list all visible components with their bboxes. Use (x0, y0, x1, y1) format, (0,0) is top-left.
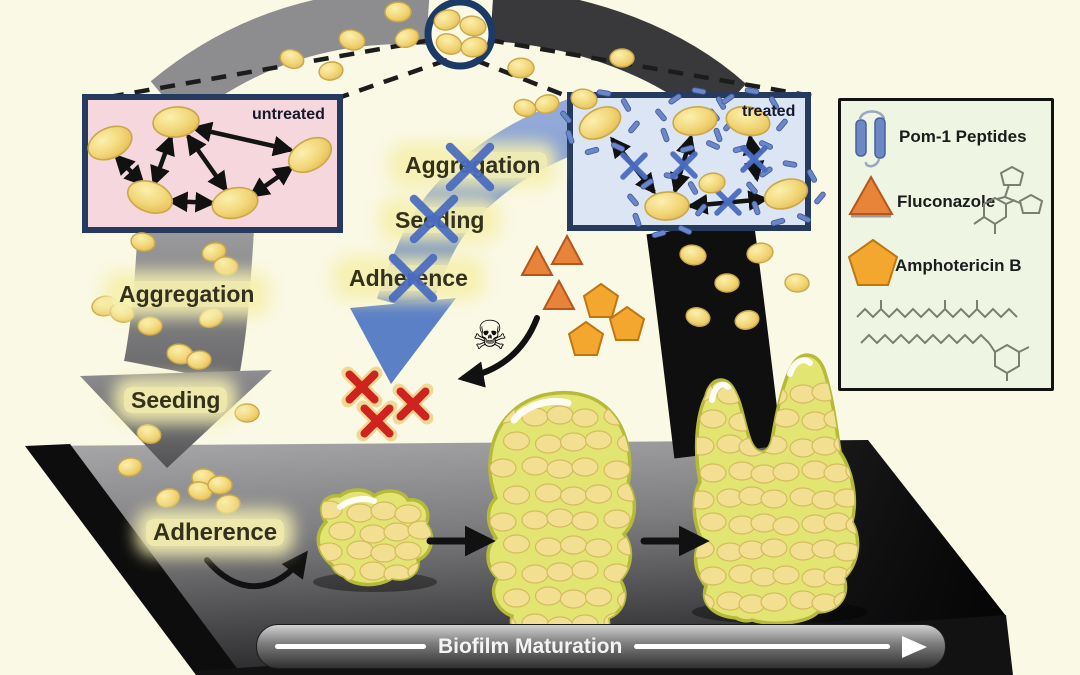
maturation-arrow-shaft-left (275, 644, 426, 649)
amphotericin-molecules (567, 282, 646, 356)
drug-kill-arrow (457, 315, 540, 388)
biofilm-maturation-bar: Biofilm Maturation (256, 624, 946, 669)
treated-yeast-cells (578, 105, 809, 221)
biofilm-maturation-label: Biofilm Maturation (437, 634, 623, 658)
legend-box: Pom-1 Peptides Fluconazole Amphotericin … (838, 98, 1054, 391)
biofilm-highlights (337, 357, 813, 510)
untreated-aggregation-label: Aggregation (112, 281, 262, 308)
zoom-dashed-lines (91, 37, 813, 103)
fluconazole-icon (848, 174, 894, 218)
legend-pom1-label: Pom-1 Peptides (899, 127, 1027, 146)
flow-arrows (204, 315, 710, 590)
fluconazole-structure (973, 165, 1044, 234)
fluconazole-molecules (520, 233, 584, 310)
pom1-peptides-icon (855, 110, 886, 168)
skull-icon: ☠ (472, 314, 508, 358)
peptide-fragments (560, 87, 826, 239)
maturation-arrow-shaft-right (634, 644, 890, 649)
treated-panel (560, 87, 826, 239)
blocked-interaction-crosses (620, 145, 768, 216)
untreated-panel-label: untreated (252, 106, 325, 123)
untreated-yeast-cells (87, 106, 333, 220)
untreated-adherence-label: Adherence (146, 519, 285, 547)
blocked-seeding-label: Seeding (388, 207, 492, 234)
legend-fluconazole-label: Fluconazole (897, 192, 996, 211)
legend-amphotericin-label: Amphotericin B (895, 256, 1022, 275)
amphotericin-b-structure (856, 300, 1030, 381)
planktonic-yeast-cells (91, 1, 810, 514)
treated-panel-label: treated (742, 103, 796, 120)
biofilm-stage-2 (486, 390, 637, 651)
amphotericin-b-icon (847, 238, 899, 286)
treated-arc-band (490, 0, 747, 125)
untreated-panel (82, 94, 343, 233)
untreated-seeding-label: Seeding (124, 387, 228, 414)
maturation-arrowhead-icon (902, 635, 927, 658)
adherence-arrow (204, 550, 308, 590)
inoculum-zoom-circle (424, 0, 496, 70)
biofilm-stage-1 (316, 488, 434, 587)
blocked-aggregation-label: Aggregation (398, 152, 548, 179)
blocked-adherence-label: Adherence (342, 265, 475, 292)
